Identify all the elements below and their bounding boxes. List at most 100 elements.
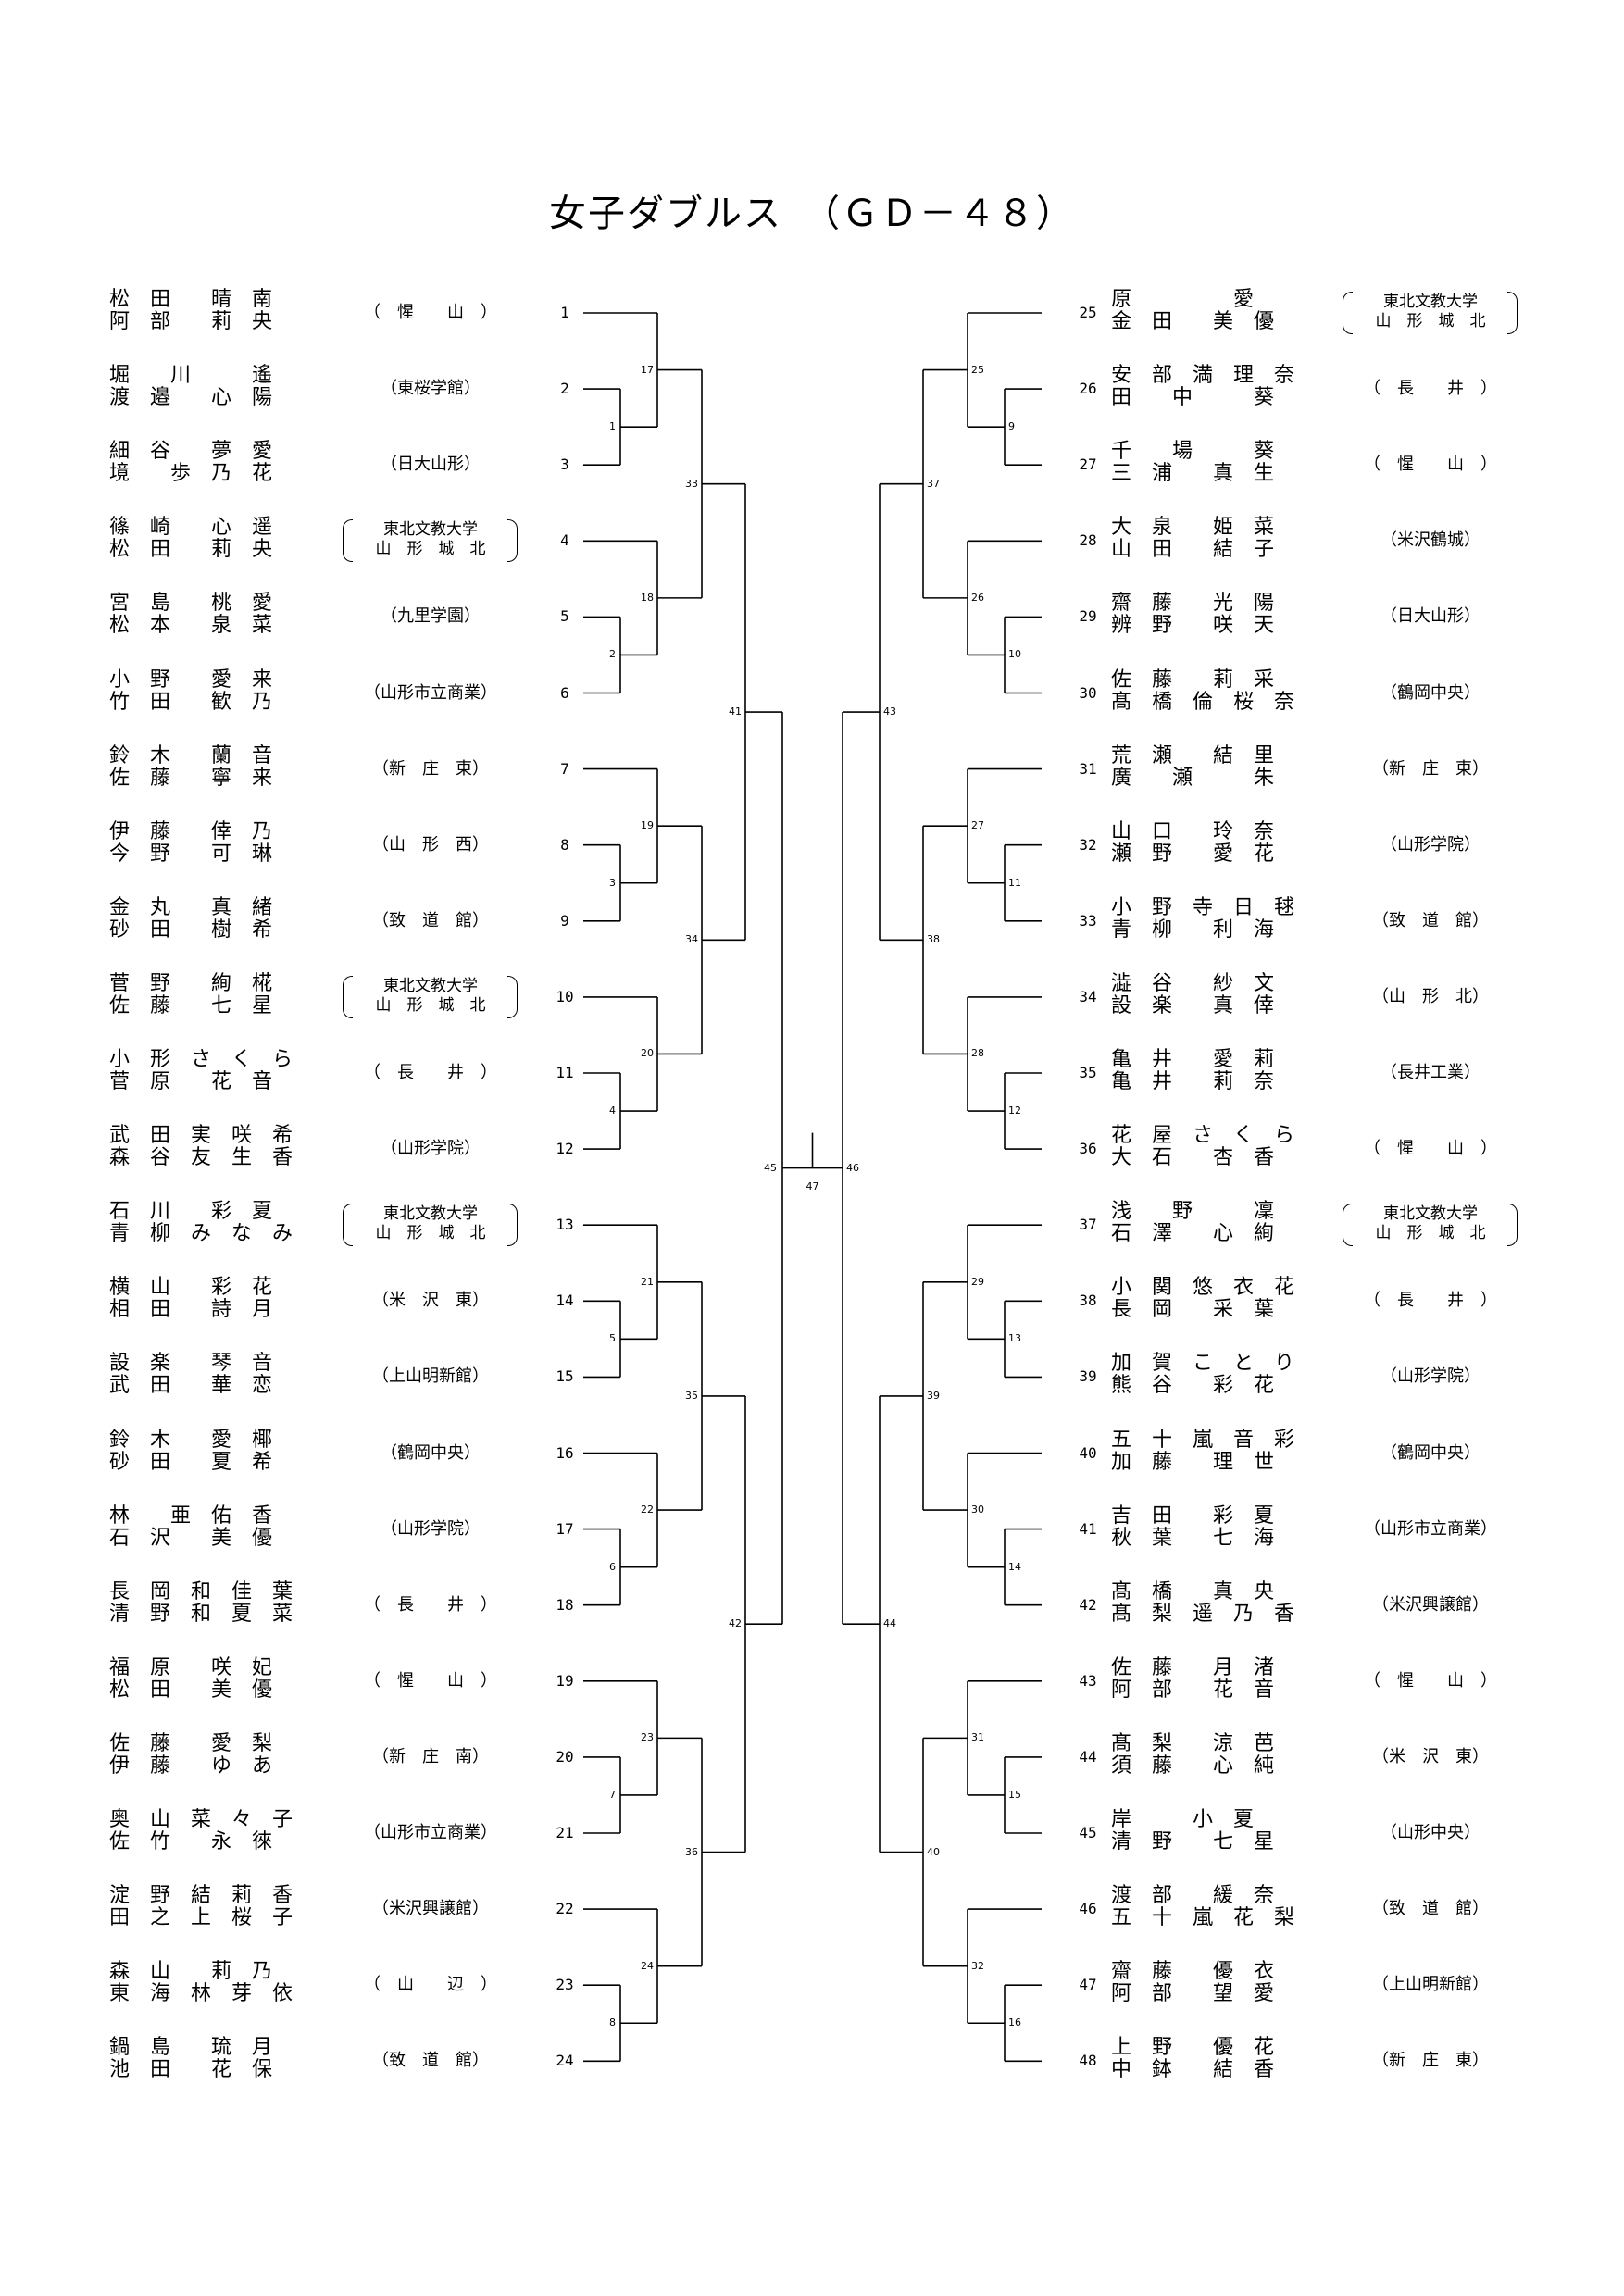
match-number: 37 (927, 477, 940, 490)
seed-number: 21 (556, 1824, 574, 1841)
school-name: （日大山形） (1380, 606, 1480, 627)
match-number: 18 (641, 591, 654, 604)
player-name: 奥 山 菜 々 子 (109, 1808, 294, 1831)
school-name: （ 長 井 ） (1364, 1291, 1497, 1311)
seed-number: 37 (1079, 1216, 1097, 1234)
match-number: 35 (685, 1389, 698, 1402)
seed-number: 38 (1079, 1292, 1097, 1310)
match-number: 5 (609, 1332, 616, 1345)
player-name: 福 原 咲 妃 (109, 1655, 273, 1679)
match-number: 45 (764, 1161, 777, 1174)
seed-number: 28 (1079, 531, 1097, 550)
player-name: 設 楽 真 倖 (1111, 993, 1275, 1017)
match-number: 28 (971, 1047, 984, 1060)
seed-number: 42 (1079, 1595, 1097, 1614)
player-name: 横 山 彩 花 (109, 1276, 273, 1300)
player-name: 篠 崎 心 遥 (109, 516, 273, 540)
school-name: （長井工業） (1380, 1063, 1480, 1082)
school-name: （新 庄 東） (1372, 2051, 1489, 2071)
player-name: 佐 竹 永 徠 (109, 1830, 273, 1853)
school-name: （致 道 館） (372, 2051, 489, 2071)
player-name: 宮 島 桃 愛 (109, 592, 273, 616)
player-name: 小 野 寺 日 毬 (1111, 895, 1295, 919)
school-name: 山 形 城 北 (375, 1224, 486, 1243)
player-name: 松 本 泉 菜 (109, 614, 273, 638)
match-number: 15 (1008, 1788, 1021, 1801)
match-number: 2 (609, 648, 616, 661)
school-name: （山形市立商業） (1364, 1518, 1497, 1539)
school-name: （ 惺 山 ） (364, 1670, 497, 1691)
player-name: 髙 橋 倫 桜 奈 (1111, 690, 1295, 714)
seed-number: 7 (560, 759, 569, 778)
player-name: 加 賀 こ と り (1111, 1352, 1295, 1376)
school-name: （東桜学館） (381, 379, 481, 399)
player-name: 松 田 莉 央 (109, 538, 273, 562)
player-name: 五 十 嵐 花 梨 (1111, 1906, 1295, 1930)
match-number: 33 (685, 477, 698, 490)
player-name: 石 澤 心 絢 (1111, 1222, 1275, 1246)
player-name: 伊 藤 ゆ あ (109, 1753, 273, 1778)
player-name: 熊 谷 彩 花 (1111, 1374, 1275, 1398)
player-name: 齋 藤 優 衣 (1111, 1960, 1275, 1984)
player-name: 鍋 島 琉 月 (109, 2036, 273, 2060)
seed-number: 1 (560, 304, 569, 321)
match-number: 22 (641, 1504, 654, 1516)
seed-number: 29 (1079, 607, 1097, 626)
school-name: （ 長 井 ） (364, 1594, 497, 1615)
match-number: 19 (641, 819, 654, 832)
player-name: 須 藤 心 純 (1111, 1753, 1275, 1778)
player-name: 中 鉢 結 香 (1111, 2058, 1275, 2082)
school-name: （山形学院） (1380, 834, 1480, 855)
school-name: 山 形 城 北 (375, 540, 486, 559)
school-name: 山 形 城 北 (375, 995, 486, 1015)
player-name: 設 楽 琴 音 (109, 1352, 273, 1376)
school-name: （鶴岡中央） (381, 1442, 481, 1463)
player-name: 阿 部 望 愛 (1111, 1982, 1275, 2006)
school-name: （山 形 北） (1372, 986, 1489, 1006)
player-name: 山 口 玲 奈 (1111, 819, 1275, 843)
seed-number: 13 (556, 1216, 574, 1234)
player-name: 小 関 悠 衣 花 (1111, 1276, 1295, 1300)
seed-number: 27 (1079, 455, 1097, 474)
player-name: 鈴 木 蘭 音 (109, 743, 273, 767)
player-name: 千 場 葵 (1111, 440, 1275, 464)
seed-number: 30 (1079, 683, 1097, 702)
seed-number: 5 (560, 607, 569, 626)
player-name: 廣 瀬 朱 (1111, 766, 1275, 790)
player-name: 阿 部 莉 央 (109, 310, 273, 333)
school-name: （新 庄 南） (372, 1746, 489, 1766)
seed-number: 35 (1079, 1064, 1097, 1081)
match-number: 20 (641, 1047, 654, 1060)
seed-number: 33 (1079, 911, 1097, 930)
seed-number: 46 (1079, 1900, 1097, 1918)
school-name: （米沢鶴城） (1380, 530, 1480, 551)
match-number: 36 (685, 1845, 698, 1858)
player-name: 石 沢 美 優 (109, 1526, 273, 1550)
player-name: 東 海 林 芽 依 (109, 1982, 294, 2006)
school-name: 東北文教大学 (1383, 293, 1478, 311)
player-name: 浅 野 凜 (1111, 1200, 1275, 1224)
seed-number: 34 (1079, 987, 1097, 1005)
match-number: 24 (641, 1959, 654, 1972)
player-name: 菅 野 絢 椛 (109, 971, 273, 995)
school-name: （新 庄 東） (1372, 758, 1489, 779)
school-name: 東北文教大学 (383, 976, 478, 995)
school-name: （ 惺 山 ） (1364, 1670, 1497, 1691)
match-number: 43 (883, 705, 896, 718)
player-name: 青 柳 利 海 (1111, 917, 1275, 942)
seed-number: 3 (560, 455, 569, 474)
match-number: 47 (806, 1179, 819, 1192)
player-name: 澁 谷 紗 文 (1111, 971, 1275, 995)
match-number: 14 (1008, 1560, 1021, 1573)
player-name: 三 浦 真 生 (1111, 462, 1275, 486)
player-name: 森 山 莉 乃 (109, 1960, 273, 1984)
player-name: 竹 田 歓 乃 (109, 690, 273, 714)
player-name: 松 田 晴 南 (109, 288, 273, 311)
player-name: 瀬 野 愛 花 (1111, 842, 1275, 866)
player-name: 清 野 和 夏 菜 (109, 1602, 294, 1626)
player-name: 岸 小 夏 (1111, 1808, 1255, 1831)
match-number: 46 (846, 1161, 859, 1174)
player-name: 亀 井 莉 奈 (1111, 1070, 1275, 1093)
seed-number: 24 (556, 2052, 574, 2070)
